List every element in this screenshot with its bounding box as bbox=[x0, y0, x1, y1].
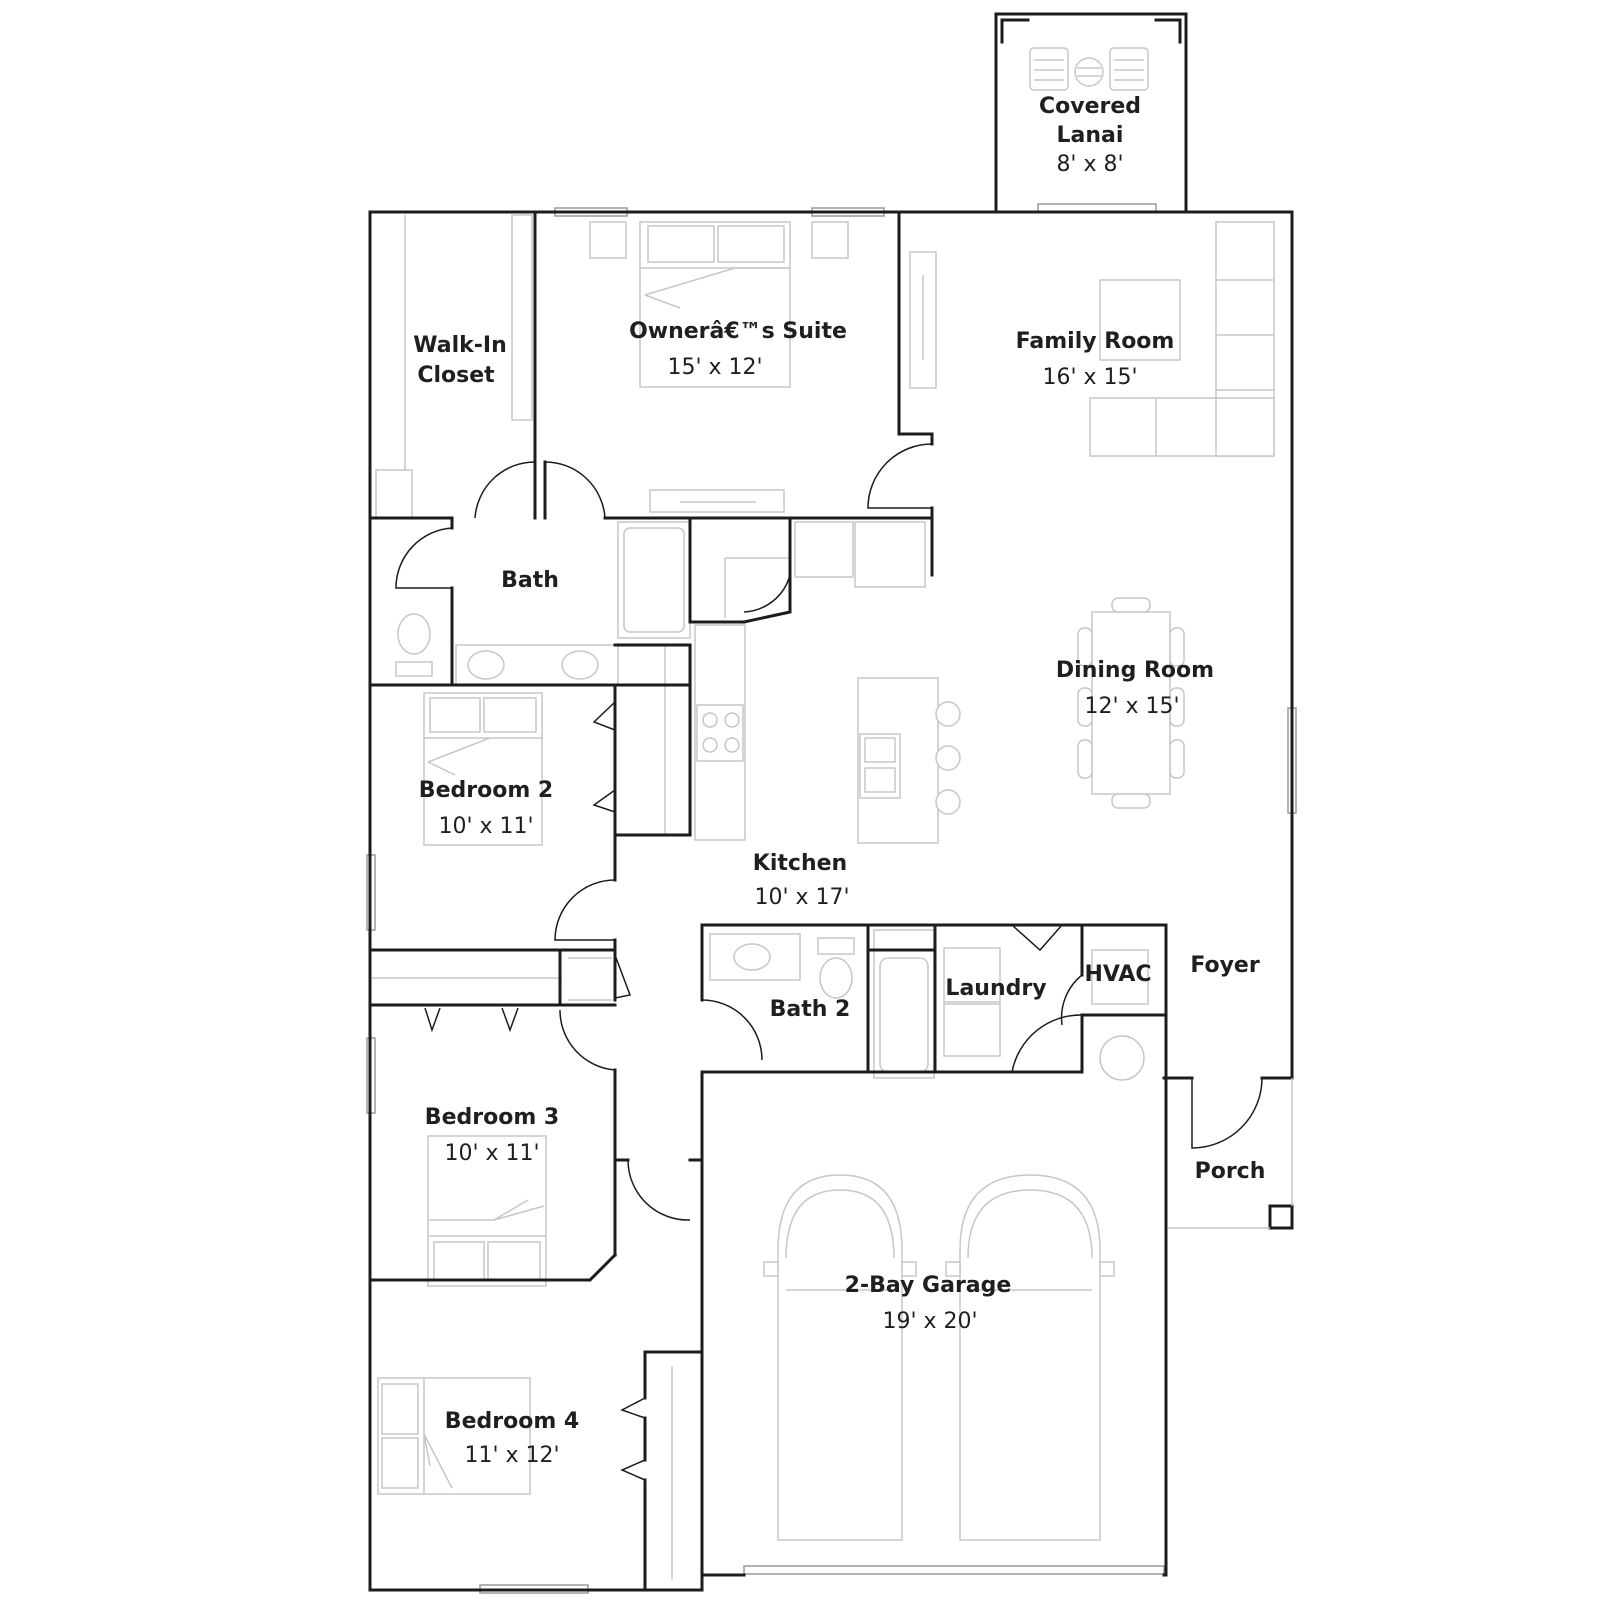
dining-room-label: Dining Room bbox=[1056, 658, 1214, 683]
bedroom3-dims: 10' x 11' bbox=[444, 1141, 539, 1166]
sectional-sofa bbox=[909, 221, 1275, 457]
bedroom2-bed bbox=[423, 692, 543, 846]
walk-in-closet-label-line1: Walk-In bbox=[413, 333, 506, 358]
bath-label: Bath bbox=[501, 568, 559, 593]
garage-cars bbox=[763, 1174, 1115, 1541]
family-room-label: Family Room bbox=[1016, 329, 1175, 354]
lanai-dims: 8' x 8' bbox=[1056, 152, 1123, 177]
dining-table bbox=[1077, 597, 1185, 809]
room-labels: Covered Lanai 8' x 8' Ownerâ€™s Suite 15… bbox=[413, 94, 1265, 1468]
closet-shelves bbox=[375, 214, 533, 519]
dining-room-dims: 12' x 15' bbox=[1084, 694, 1179, 719]
bedroom4-label: Bedroom 4 bbox=[445, 1409, 579, 1434]
walls bbox=[368, 12, 1294, 1592]
doors bbox=[395, 443, 1263, 1481]
bedroom2-dims: 10' x 11' bbox=[438, 814, 533, 839]
lanai-label-line1: Covered bbox=[1039, 94, 1141, 119]
lanai-label-line2: Lanai bbox=[1057, 123, 1124, 148]
hvac-label: HVAC bbox=[1084, 962, 1151, 987]
bedroom3-label: Bedroom 3 bbox=[425, 1105, 559, 1130]
garage-dims: 19' x 20' bbox=[882, 1309, 977, 1334]
owners-suite-dims: 15' x 12' bbox=[667, 355, 762, 380]
bedroom4-dims: 11' x 12' bbox=[464, 1443, 559, 1468]
laundry-appliances bbox=[943, 947, 1149, 1081]
bath-fixtures bbox=[395, 521, 691, 686]
walk-in-closet-label-line2: Closet bbox=[417, 363, 495, 388]
lanai-furniture bbox=[1029, 47, 1149, 91]
furniture bbox=[372, 47, 1275, 1580]
porch-label: Porch bbox=[1195, 1159, 1266, 1184]
laundry-label: Laundry bbox=[945, 976, 1046, 1001]
bath2-fixtures bbox=[709, 929, 935, 1079]
bedroom2-label: Bedroom 2 bbox=[419, 778, 553, 803]
owners-bed bbox=[589, 221, 849, 513]
kitchen-dims: 10' x 17' bbox=[754, 885, 849, 910]
kitchen-label: Kitchen bbox=[753, 851, 847, 876]
garage-label: 2-Bay Garage bbox=[845, 1273, 1012, 1298]
family-room-dims: 16' x 15' bbox=[1042, 365, 1137, 390]
kitchen-cabinets bbox=[664, 521, 961, 844]
foyer-label: Foyer bbox=[1190, 953, 1260, 978]
owners-suite-label: Ownerâ€™s Suite bbox=[629, 319, 847, 344]
bedroom4-bed bbox=[377, 1366, 673, 1580]
bath2-label: Bath 2 bbox=[770, 997, 851, 1022]
